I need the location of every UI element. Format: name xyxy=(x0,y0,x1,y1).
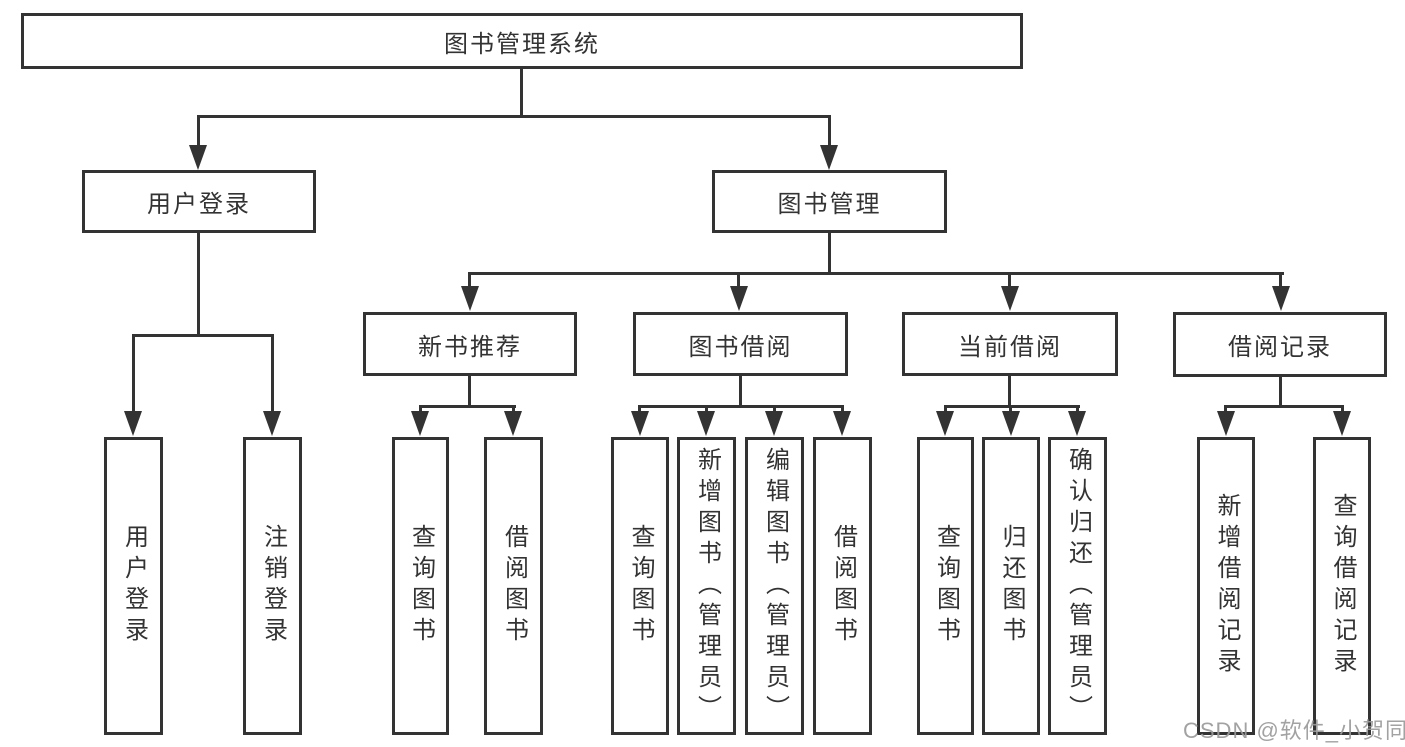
leaf-query-books-3: 查询图书 xyxy=(917,437,974,735)
leaf-borrow-books-2: 借阅图书 xyxy=(813,437,872,735)
arrow-down-icon xyxy=(189,145,207,170)
connector-line xyxy=(828,233,831,275)
leaf-return-books: 归还图书 xyxy=(982,437,1040,735)
leaf-query-books-2: 查询图书 xyxy=(611,437,669,735)
arrow-down-icon xyxy=(820,145,838,170)
connector-line xyxy=(737,272,740,292)
connector-line xyxy=(468,272,471,292)
arrow-down-icon xyxy=(697,411,715,436)
connector-line xyxy=(419,405,516,408)
arrow-down-icon xyxy=(1333,411,1351,436)
arrow-down-icon xyxy=(263,411,281,436)
connector-line xyxy=(520,69,523,118)
arrow-down-icon xyxy=(1001,286,1019,311)
arrow-down-icon xyxy=(124,411,142,436)
connector-line xyxy=(828,115,831,149)
connector-line xyxy=(271,334,274,419)
connector-line xyxy=(197,233,200,337)
connector-line xyxy=(197,115,831,118)
connector-line xyxy=(468,376,471,407)
connector-line xyxy=(132,334,135,419)
node-borrowing-records: 借阅记录 xyxy=(1173,312,1387,377)
connector-line xyxy=(1224,405,1344,408)
connector-line xyxy=(132,334,274,337)
arrow-down-icon xyxy=(730,286,748,311)
leaf-add-borrow-record: 新增借阅记录 xyxy=(1197,437,1255,735)
leaf-query-books-1: 查询图书 xyxy=(392,437,449,735)
connector-line xyxy=(468,272,1284,275)
leaf-confirm-return-admin: 确认归还（管理员） xyxy=(1048,437,1107,735)
leaf-logout: 注销登录 xyxy=(243,437,302,735)
arrow-down-icon xyxy=(936,411,954,436)
node-user-login: 用户登录 xyxy=(82,170,316,233)
node-book-borrowing: 图书借阅 xyxy=(633,312,848,376)
arrow-down-icon xyxy=(631,411,649,436)
arrow-down-icon xyxy=(461,286,479,311)
leaf-borrow-books-1: 借阅图书 xyxy=(484,437,543,735)
csdn-watermark: CSDN @软件_小贺同学 xyxy=(1183,718,1405,743)
connector-line xyxy=(739,376,742,407)
arrow-down-icon xyxy=(1217,411,1235,436)
connector-line xyxy=(638,405,844,408)
arrow-down-icon xyxy=(1068,411,1086,436)
arrow-down-icon xyxy=(1272,286,1290,311)
connector-line xyxy=(197,115,200,149)
leaf-user-login: 用户登录 xyxy=(104,437,163,735)
node-current-borrowing: 当前借阅 xyxy=(902,312,1118,376)
node-root: 图书管理系统 xyxy=(21,13,1023,69)
node-book-management: 图书管理 xyxy=(712,170,947,233)
connector-line xyxy=(1279,272,1282,292)
node-new-book-recommend: 新书推荐 xyxy=(363,312,577,376)
arrow-down-icon xyxy=(504,411,522,436)
leaf-query-borrow-record: 查询借阅记录 xyxy=(1313,437,1371,735)
connector-line xyxy=(1279,377,1282,407)
connector-line xyxy=(944,405,1080,408)
arrow-down-icon xyxy=(833,411,851,436)
connector-line xyxy=(1008,376,1011,407)
arrow-down-icon xyxy=(765,411,783,436)
leaf-edit-books-admin: 编辑图书（管理员） xyxy=(745,437,804,735)
arrow-down-icon xyxy=(1002,411,1020,436)
leaf-add-books-admin: 新增图书（管理员） xyxy=(677,437,736,735)
connector-line xyxy=(1008,272,1011,292)
arrow-down-icon xyxy=(411,411,429,436)
